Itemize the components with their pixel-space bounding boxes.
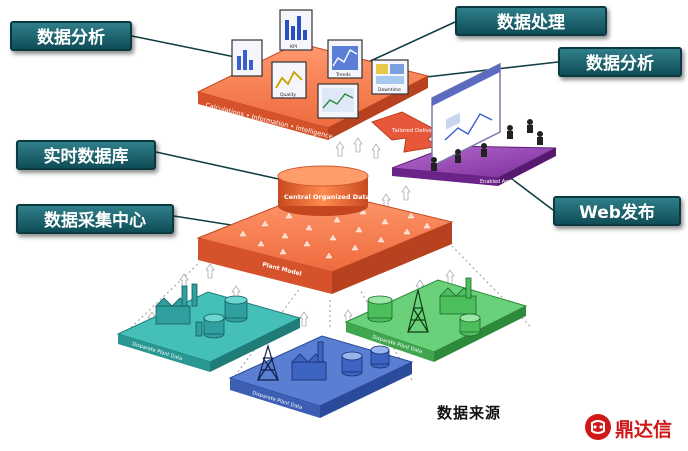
web-users-icon xyxy=(431,119,543,171)
callout-data-analysis-right: 数据分析 xyxy=(558,47,682,77)
card-label-trends: Trends xyxy=(335,72,351,78)
brand-logo: 鼎达信 xyxy=(585,412,685,444)
plant-platform-teal: Disparate Plant Data xyxy=(116,283,302,372)
callout-data-collection-center: 数据采集中心 xyxy=(16,204,174,234)
card-label-kpi: KPI xyxy=(290,44,297,50)
callout-data-analysis-left: 数据分析 xyxy=(10,21,132,51)
plant-platform-blue: Disparate Plant Data xyxy=(228,335,414,418)
factory-icon-blue xyxy=(291,341,390,381)
callout-realtime-database: 实时数据库 xyxy=(16,140,156,170)
factory-icon-teal xyxy=(155,283,248,339)
callout-web-publish: Web发布 xyxy=(553,196,681,226)
trends-card: Trends xyxy=(327,39,363,79)
connector-realtime-db xyxy=(155,151,293,183)
callout-connectors xyxy=(131,21,559,229)
central-database-cylinder: Central Organized Data xyxy=(277,165,370,216)
kpi-card: KPI xyxy=(279,9,313,51)
derrick-icon-blue xyxy=(257,343,279,381)
card-label-quality: Quality xyxy=(280,92,296,98)
data-sources-caption: 数据来源 xyxy=(437,404,502,422)
callout-data-processing: 数据处理 xyxy=(455,6,607,36)
web-panel-side-label: Enabled Apps xyxy=(480,179,515,185)
quality-card: Quality xyxy=(271,61,307,99)
chart-card-1 xyxy=(231,39,263,77)
card-label-downtime: Downtime xyxy=(378,87,401,93)
analysis-cards: KPI Quality Trends Downtime xyxy=(231,9,409,119)
database-label: Central Organized Data xyxy=(284,193,370,201)
monitor-card xyxy=(317,83,359,119)
logo-text: 鼎达信 xyxy=(615,419,673,441)
downtime-card: Downtime xyxy=(371,59,409,95)
derrick-icon-green xyxy=(407,289,429,333)
tailored-delivery-label: Tailored Delivery xyxy=(391,128,439,134)
top-platform-left-face xyxy=(198,92,328,140)
factory-icon-green xyxy=(367,277,481,337)
tailored-delivery-arrow: Tailored Delivery xyxy=(371,111,442,153)
logo-mark-icon xyxy=(585,414,611,440)
web-panel: Enabled Apps xyxy=(391,62,557,186)
plant-platform-green: Disparate Plant Data xyxy=(344,277,528,362)
connector-analysis-left xyxy=(131,35,241,59)
plant-model-platform: Plant Model xyxy=(196,189,454,294)
